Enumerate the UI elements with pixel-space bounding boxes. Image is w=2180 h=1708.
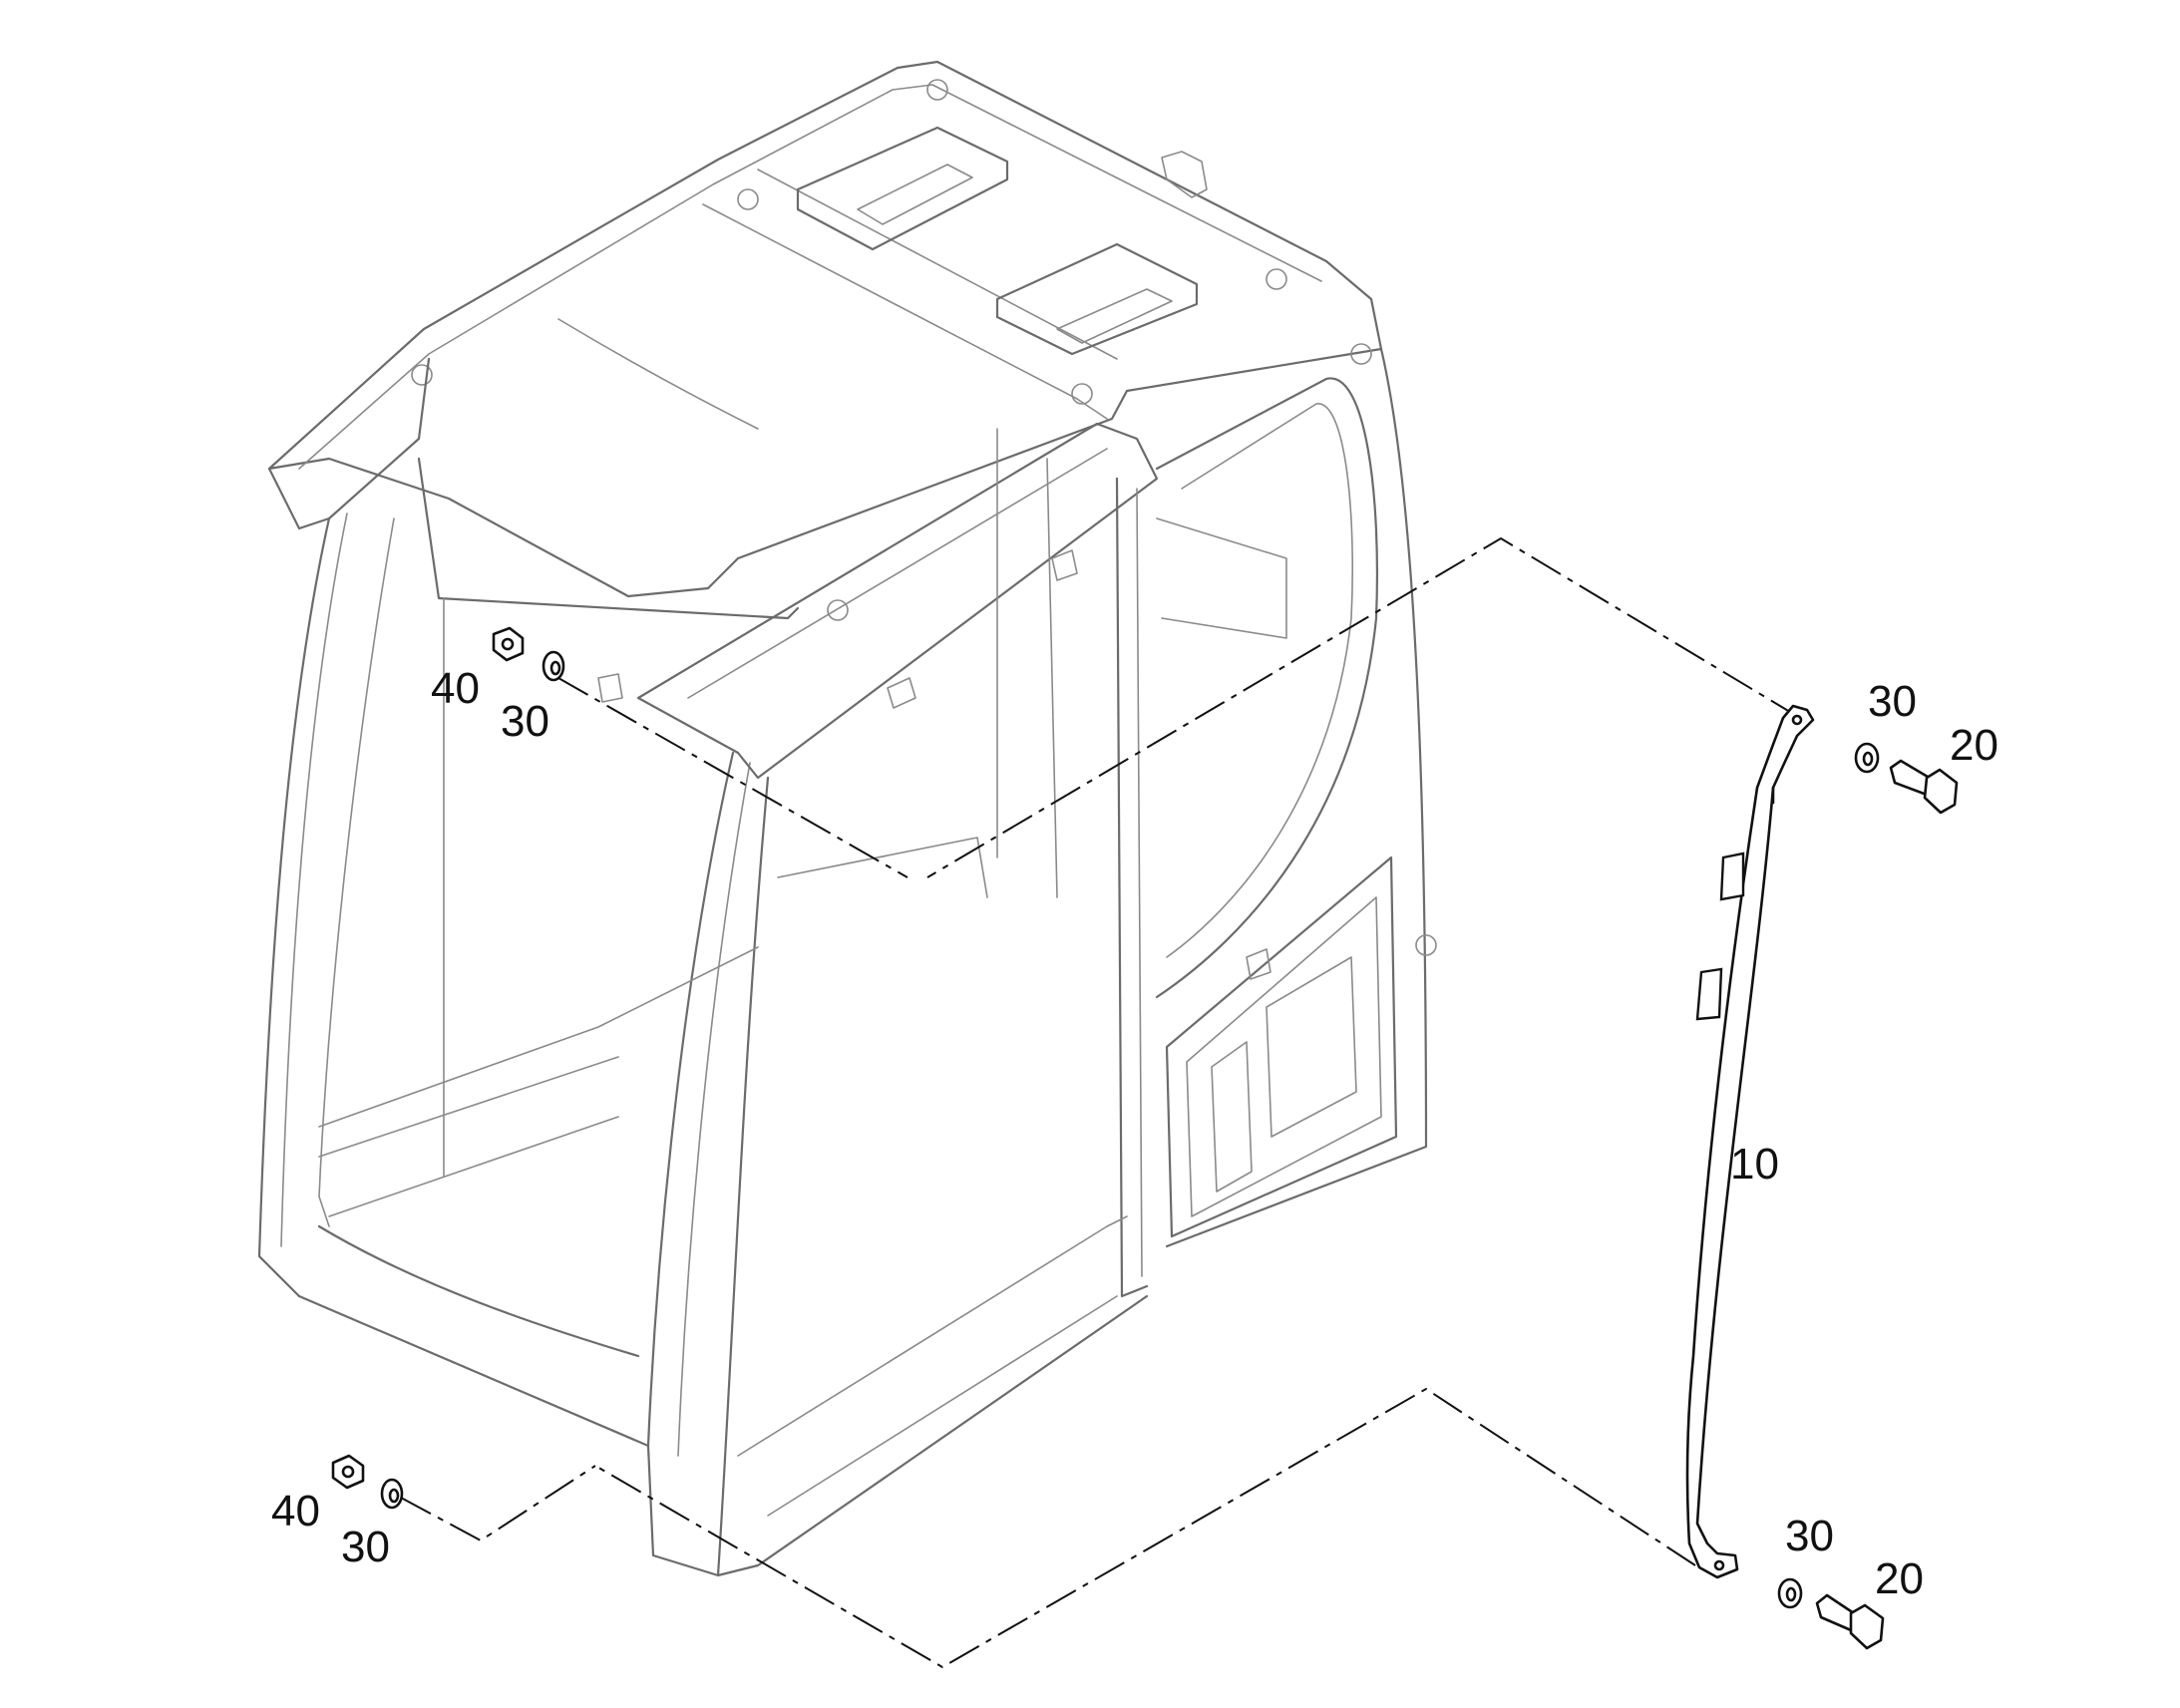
lower-left-nut-icon (331, 1454, 365, 1490)
callout-bar: 10 (1730, 1140, 1779, 1189)
leader-lower-main (594, 1387, 1696, 1669)
leader-lower-left (400, 1465, 596, 1542)
upper-right-bolt-icon (1889, 759, 1959, 815)
leader-lines (400, 536, 1801, 1669)
callout-lower-left-nut: 40 (271, 1487, 320, 1536)
callout-upper-right-washer: 30 (1868, 677, 1917, 726)
upper-left-nut-icon (492, 626, 525, 662)
callout-lower-left-washer: 30 (341, 1523, 390, 1571)
leader-upper-main (926, 536, 1801, 878)
upper-left-washer-icon (542, 650, 565, 682)
lower-right-washer-icon (1777, 1577, 1803, 1609)
callouts: 40 30 40 30 30 20 10 30 20 (271, 664, 1998, 1603)
callout-upper-right-bolt: 20 (1950, 721, 1998, 770)
callout-upper-left-washer: 30 (501, 697, 549, 746)
callout-upper-left-nut: 40 (431, 664, 480, 713)
upper-right-washer-icon (1854, 742, 1880, 774)
callout-lower-right-washer: 30 (1785, 1512, 1834, 1560)
support-bar-icon (1685, 704, 1815, 1579)
lower-left-washer-icon (380, 1478, 404, 1510)
leader-upper-left (557, 677, 908, 878)
callout-lower-right-bolt: 20 (1875, 1554, 1924, 1603)
cab-frame (257, 60, 1437, 1577)
lower-right-bolt-icon (1815, 1593, 1885, 1650)
